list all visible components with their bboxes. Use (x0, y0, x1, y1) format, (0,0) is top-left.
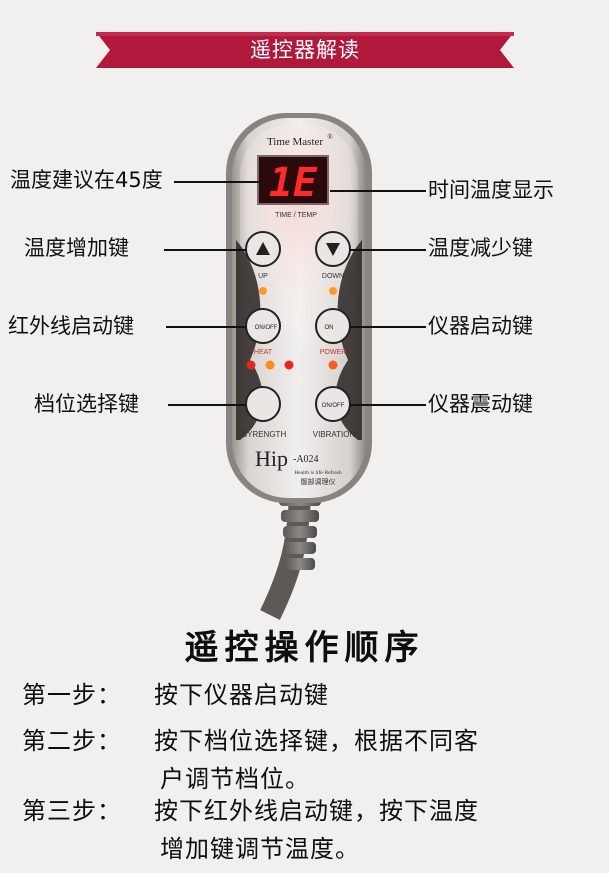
step-text-cont: 增加键调节温度。 (160, 835, 360, 863)
display-caption: TIME / TEMP (275, 212, 317, 219)
infrared-button[interactable]: ON/OFF (245, 308, 281, 344)
led-display (257, 155, 329, 205)
banner-ribbon (96, 32, 514, 68)
step-1: 第一步： 按下仪器启动键 (22, 676, 592, 714)
callout-power: 仪器启动键 (428, 314, 533, 338)
up-caption: UP (258, 273, 268, 280)
leader-line (330, 190, 426, 192)
leader-line (168, 404, 246, 406)
triangle-down-icon (326, 243, 340, 256)
leader-line (350, 326, 426, 328)
heat-indicator-leds (246, 360, 294, 370)
brand-label: Time Master (267, 136, 323, 148)
leader-line (174, 181, 260, 183)
power-caption: POWER (320, 349, 346, 356)
callout-infrared: 红外线启动键 (8, 314, 134, 338)
header-banner: 遥控器解读 (96, 30, 514, 70)
callout-temp-up: 温度增加键 (24, 236, 129, 260)
vibration-button-face: ON/OFF (322, 403, 345, 409)
step-text: 按下档位选择键，根据不同客 (154, 727, 479, 755)
temp-down-button[interactable] (315, 231, 351, 267)
power-indicator-led (328, 360, 338, 370)
power-button[interactable]: ON (315, 308, 351, 344)
callout-temp-down: 温度减少键 (428, 236, 533, 260)
model-label: Hip (255, 446, 288, 471)
leader-line (350, 404, 426, 406)
product-name: 髋部调理仪 (301, 477, 336, 486)
step-label: 第二步： (22, 727, 122, 755)
step-2: 第二步： 按下档位选择键，根据不同客 户调节档位。 (22, 722, 592, 798)
step-text: 按下仪器启动键 (154, 681, 329, 709)
instructions-title: 遥控操作顺序 (184, 628, 425, 668)
triangle-up-icon (256, 242, 270, 255)
vibration-button[interactable]: ON/OFF (315, 386, 351, 422)
callout-vibration: 仪器震动键 (428, 392, 533, 416)
step-label: 第一步： (22, 681, 122, 709)
leader-line (164, 249, 246, 251)
strength-caption: SYRENGTH (242, 430, 287, 439)
leader-line (166, 326, 246, 328)
gear-select-button[interactable] (245, 386, 281, 422)
step-text-cont: 户调节档位。 (160, 765, 310, 793)
step-label: 第三步： (22, 797, 122, 825)
down-caption: DOWN (322, 273, 344, 280)
brand-mark: ® (327, 133, 333, 141)
banner-title: 遥控器解读 (250, 38, 360, 62)
leader-line (350, 249, 426, 251)
up-indicator-led (259, 287, 267, 295)
model-code: -A024 (293, 454, 319, 465)
remote-control: Time Master ® 1E TIME / TEMP UP DOWN ON/… (226, 113, 372, 620)
heat-caption: HEAT (254, 349, 273, 356)
vibration-caption: VIBRATION (313, 430, 356, 439)
callout-temp-suggest: 温度建议在45度 (10, 168, 163, 192)
model-slogan: Health is life·Refresh (294, 469, 342, 476)
led-display-value: 1E (269, 160, 318, 206)
step-text: 按下红外线启动键，按下温度 (154, 797, 479, 825)
callout-gear: 档位选择键 (34, 392, 139, 416)
heat-button-face: ON/OFF (255, 325, 278, 331)
callout-display: 时间温度显示 (428, 178, 554, 202)
down-indicator-led (329, 287, 337, 295)
power-button-face: ON (325, 325, 334, 331)
temp-up-button[interactable] (245, 231, 281, 267)
step-3: 第三步： 按下红外线启动键，按下温度 增加键调节温度。 (22, 792, 592, 868)
